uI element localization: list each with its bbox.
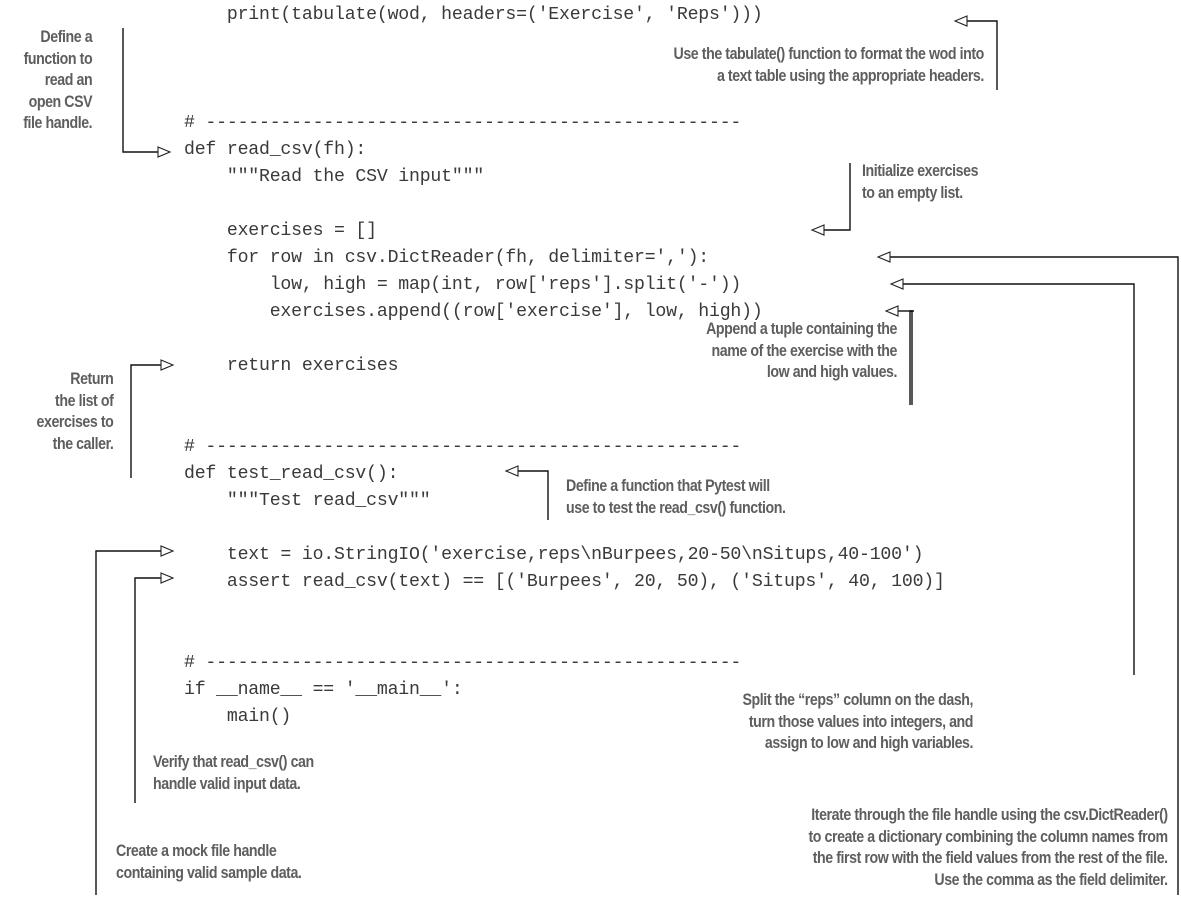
annotation-line: file handle. <box>23 114 92 132</box>
annotation-line: assign to low and high variables. <box>764 734 974 752</box>
arrowhead-right-icon <box>160 572 175 584</box>
leader-return <box>130 364 161 478</box>
annotation-append-tuple: Append a tuple containing the name of th… <box>706 319 897 384</box>
code-line: if __name__ == '__main__': <box>184 680 463 700</box>
annotation-line: the list of <box>54 391 114 410</box>
arrowhead-right-icon <box>157 146 172 158</box>
arrowhead-left-icon <box>876 251 891 263</box>
code-line: # --------------------------------------… <box>184 113 742 133</box>
annotation-line: a text table using the appropriate heade… <box>717 66 984 85</box>
annotation-line: the first row with the field values from… <box>813 849 1168 867</box>
annotation-line: read an <box>44 71 93 89</box>
annotation-iterate: Iterate through the file handle using th… <box>808 805 1169 891</box>
code-line: exercises = [] <box>184 221 377 241</box>
annotation-line: Create a mock file handle <box>116 842 277 860</box>
annotation-tabulate: Use the tabulate() function to format th… <box>673 44 985 87</box>
arrowhead-left-icon <box>889 278 904 290</box>
arrowhead-left-icon <box>953 15 968 27</box>
annotation-mock-file: Create a mock file handle containing val… <box>116 841 302 884</box>
annotation-line: use to test the read_csv() function. <box>566 498 786 517</box>
arrowhead-left-icon <box>884 305 899 317</box>
annotation-line: Initialize exercises <box>862 162 979 180</box>
annotation-line: turn those values into integers, and <box>748 712 974 731</box>
annotation-verify: Verify that read_csv() can handle valid … <box>153 752 314 795</box>
leader-iterate <box>890 256 1179 895</box>
leader-init-exercises <box>824 163 851 231</box>
annotation-line: name of the exercise with the <box>711 341 898 360</box>
code-line: """Read the CSV input""" <box>184 167 484 187</box>
annotation-return-list: Return the list of exercises to the call… <box>36 369 113 455</box>
annotation-line: low and high values. <box>766 363 898 381</box>
arrowhead-right-icon <box>160 359 175 371</box>
code-line: def test_read_csv(): <box>184 464 399 484</box>
annotation-line: Return <box>69 370 114 388</box>
annotation-init-exercises: Initialize exercises to an empty list. <box>862 161 978 204</box>
leader-tabulate <box>967 20 998 90</box>
annotation-line: Verify that read_csv() can <box>153 753 314 771</box>
annotation-line: Define a <box>40 28 92 46</box>
annotation-line: open CSV <box>28 92 92 111</box>
annotation-split-reps: Split the “reps” column on the dash, tur… <box>742 690 973 755</box>
leader-split-reps <box>903 283 1135 675</box>
code-line: print(tabulate(wod, headers=('Exercise',… <box>184 5 763 25</box>
annotation-line: to create a dictionary combining the col… <box>808 827 1169 846</box>
code-line: for row in csv.DictReader(fh, delimiter=… <box>184 248 709 268</box>
annotation-line: Iterate through the file handle using th… <box>811 806 1169 824</box>
code-line: text = io.StringIO('exercise,reps\nBurpe… <box>184 545 924 565</box>
leader-mock-file <box>95 550 161 895</box>
leader-append-tuple-main <box>911 310 914 405</box>
annotation-line: exercises to <box>36 413 113 431</box>
annotation-define-test: Define a function that Pytest will use t… <box>566 476 786 519</box>
code-line: main() <box>184 707 292 727</box>
annotation-line: Split the “reps” column on the dash, <box>742 691 973 709</box>
arrowhead-left-icon <box>504 465 519 477</box>
annotation-line: Use the tabulate() function to format th… <box>673 45 985 63</box>
code-line: low, high = map(int, row['reps'].split('… <box>184 275 742 295</box>
leader-verify <box>134 577 161 803</box>
annotation-line: function to <box>23 49 92 68</box>
code-line: assert read_csv(text) == [('Burpees', 20… <box>184 572 945 592</box>
annotation-define-read-csv: Define a function to read an open CSV fi… <box>23 27 92 135</box>
code-line: """Test read_csv""" <box>184 491 431 511</box>
code-line: # --------------------------------------… <box>184 437 742 457</box>
code-line: # --------------------------------------… <box>184 653 742 673</box>
annotation-line: handle valid input data. <box>153 774 301 793</box>
leader-define-test <box>518 470 549 520</box>
annotation-line: Define a function that Pytest will <box>566 477 770 495</box>
arrowhead-right-icon <box>160 545 175 557</box>
code-line: def read_csv(fh): <box>184 140 367 160</box>
annotation-line: Use the comma as the field delimiter. <box>934 870 1169 889</box>
code-line: exercises.append((row['exercise'], low, … <box>184 302 763 322</box>
annotation-line: to an empty list. <box>862 183 963 202</box>
annotation-line: containing valid sample data. <box>116 863 302 882</box>
annotation-line: the caller. <box>52 434 113 453</box>
arrowhead-left-icon <box>810 224 825 236</box>
code-line: return exercises <box>184 356 399 376</box>
annotation-line: Append a tuple containing the <box>706 320 897 338</box>
leader-define-read-csv <box>122 28 158 153</box>
